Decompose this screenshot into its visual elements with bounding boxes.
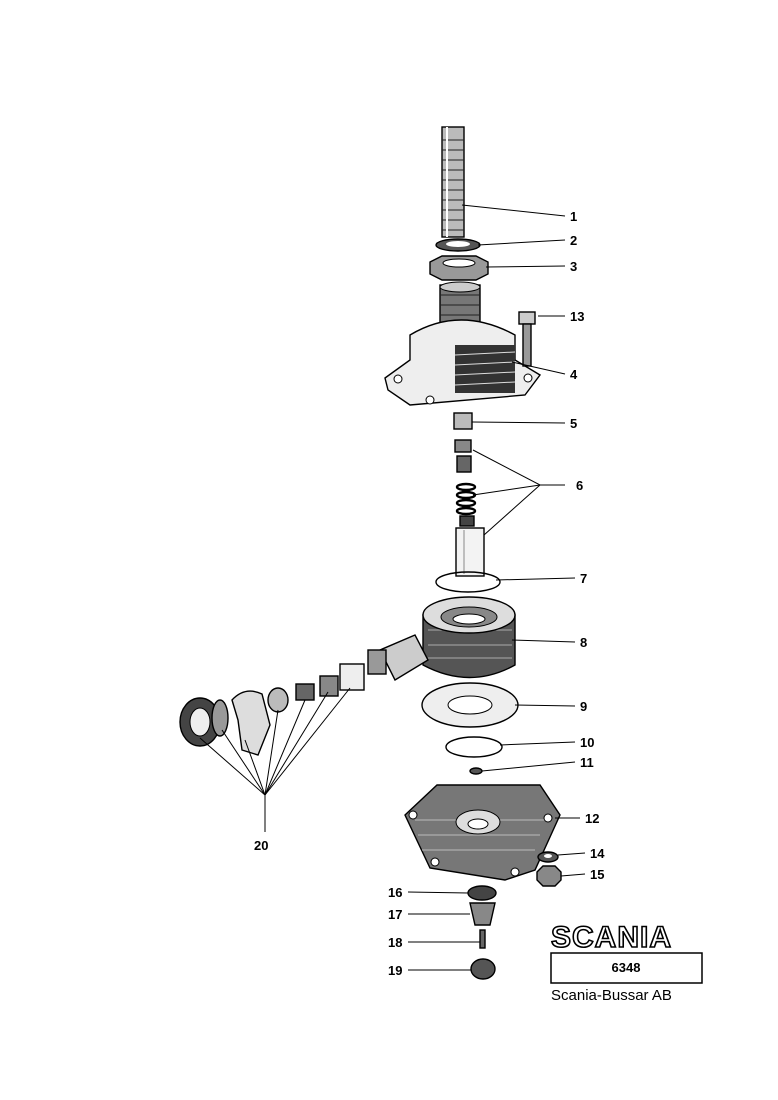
label-part-16: 16 bbox=[388, 885, 402, 900]
branding-block: SCANIA 6348 Scania-Bussar AB bbox=[550, 920, 703, 1004]
part-14-washer bbox=[537, 851, 559, 863]
company-name: Scania-Bussar AB bbox=[551, 987, 672, 1004]
label-part-10: 10 bbox=[580, 735, 594, 750]
label-part-19: 19 bbox=[388, 963, 402, 978]
label-part-12: 12 bbox=[585, 811, 599, 826]
part-5-nut bbox=[453, 412, 473, 430]
part-6-valve-set bbox=[454, 439, 485, 577]
part-3-nut bbox=[429, 255, 489, 281]
label-part-13: 13 bbox=[570, 309, 584, 324]
leader-lines bbox=[199, 204, 586, 971]
part-18-pin bbox=[479, 929, 486, 949]
reference-number: 6348 bbox=[612, 960, 641, 975]
part-4-housing bbox=[384, 281, 542, 406]
part-15-nut bbox=[536, 865, 562, 887]
label-part-17: 17 bbox=[388, 907, 402, 922]
part-10-ring bbox=[445, 736, 503, 758]
reference-box bbox=[550, 952, 703, 984]
label-part-6: 6 bbox=[576, 478, 583, 493]
part-number-labels: 1 2 3 4 5 6 7 8 9 10 11 12 13 14 15 16 1… bbox=[254, 209, 605, 978]
label-part-5: 5 bbox=[570, 416, 577, 431]
part-8-cylinder bbox=[422, 596, 516, 679]
label-part-7: 7 bbox=[580, 571, 587, 586]
label-part-9: 9 bbox=[580, 699, 587, 714]
label-part-1: 1 bbox=[570, 209, 577, 224]
label-part-2: 2 bbox=[570, 233, 577, 248]
part-13-bolt bbox=[518, 311, 536, 367]
part-12-base-plate bbox=[404, 784, 561, 881]
part-11-seal bbox=[469, 767, 483, 775]
label-part-20: 20 bbox=[254, 838, 268, 853]
label-part-18: 18 bbox=[388, 935, 402, 950]
part-16-cap bbox=[467, 885, 497, 901]
part-20-connector-assembly bbox=[179, 634, 429, 756]
part-19-nut bbox=[470, 958, 496, 980]
label-part-3: 3 bbox=[570, 259, 577, 274]
scania-logo: SCANIA bbox=[551, 921, 672, 954]
part-1-threaded-stem bbox=[441, 126, 465, 238]
label-part-11: 11 bbox=[580, 755, 594, 770]
parts-illustration bbox=[179, 126, 562, 980]
label-part-4: 4 bbox=[570, 367, 578, 382]
label-part-8: 8 bbox=[580, 635, 587, 650]
label-part-14: 14 bbox=[590, 846, 605, 861]
part-9-washer bbox=[421, 682, 519, 728]
label-part-15: 15 bbox=[590, 867, 604, 882]
part-17-valve bbox=[469, 902, 496, 926]
part-7-ring bbox=[435, 571, 501, 593]
